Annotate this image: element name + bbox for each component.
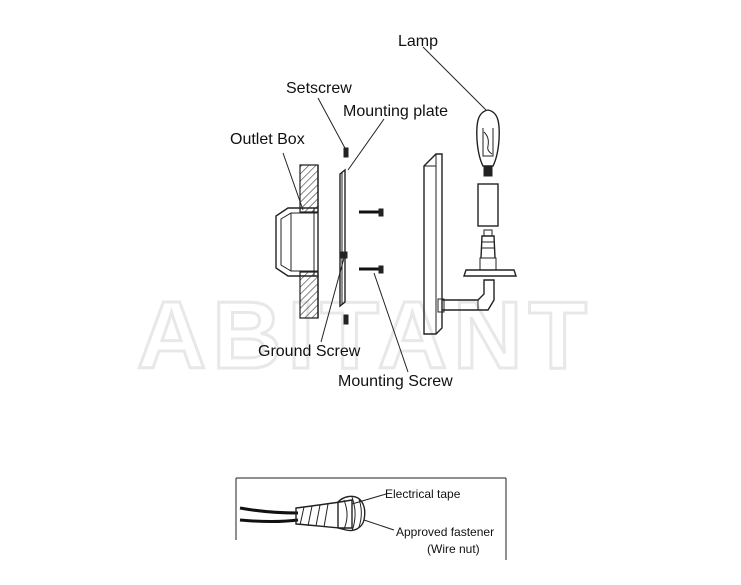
ground-screw-label: Ground Screw (258, 343, 361, 360)
wire-splice-detail: Electrical tape Approved fastener (Wire … (235, 477, 507, 560)
mounting-plate (339, 168, 346, 308)
mounting-screw-label: Mounting Screw (338, 373, 453, 390)
setscrew-top (343, 147, 349, 158)
approved-fastener-label: Approved fastener (396, 525, 494, 539)
mounting-screw-lower (359, 265, 384, 274)
outlet-box (275, 207, 318, 277)
fixture-backplate (423, 153, 443, 335)
wires (239, 506, 299, 523)
wall-section (299, 164, 319, 319)
setscrew-bottom (343, 314, 349, 325)
candle-sleeve (477, 183, 499, 227)
candle-cup (463, 257, 517, 277)
mounting-plate-label: Mounting plate (343, 103, 448, 120)
lamp-label: Lamp (398, 33, 438, 50)
wire-nut-label: (Wire nut) (427, 542, 480, 556)
mounting-screw-upper (359, 208, 384, 217)
setscrew-label: Setscrew (286, 80, 352, 97)
leader-lines (282, 46, 487, 373)
electrical-tape (295, 499, 353, 529)
electrical-tape-label: Electrical tape (385, 487, 461, 501)
lamp-bulb (476, 109, 500, 177)
outlet-box-label: Outlet Box (230, 131, 305, 148)
fixture-arm (437, 279, 495, 313)
lamp-socket (480, 229, 496, 259)
watermark-text: ABITANT (137, 282, 593, 389)
ground-screw (339, 251, 348, 259)
